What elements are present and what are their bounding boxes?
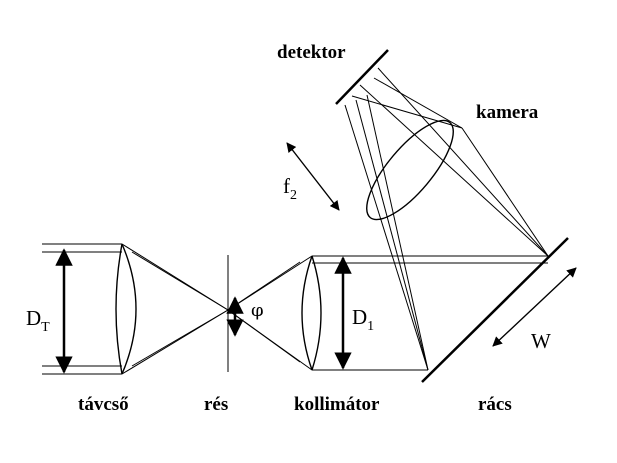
grating-label: rács xyxy=(478,394,512,415)
telescope-lens xyxy=(115,243,137,375)
detector xyxy=(335,49,389,105)
telescope-diameter-label: DT xyxy=(26,306,50,335)
slit-label: rés xyxy=(204,394,228,415)
grating-width-label: W xyxy=(531,329,551,353)
camera-label: kamera xyxy=(476,102,539,123)
detector-label: detektor xyxy=(277,42,346,63)
focal-length-arrow xyxy=(286,142,340,211)
incoming-beam xyxy=(42,243,229,375)
collimator-beam xyxy=(227,255,548,371)
collimator-diameter-label: D1 xyxy=(352,305,374,334)
collimator-lens xyxy=(301,255,322,371)
focal-length-label: f2 xyxy=(283,174,297,203)
slit-angle-label: φ xyxy=(251,300,264,321)
grating xyxy=(421,237,569,383)
camera-lens xyxy=(366,119,454,221)
telescope-label: távcső xyxy=(78,394,129,415)
diffracted-beam xyxy=(344,67,549,371)
collimator-label: kollimátor xyxy=(294,394,380,415)
grating-width-arrow xyxy=(492,267,577,347)
